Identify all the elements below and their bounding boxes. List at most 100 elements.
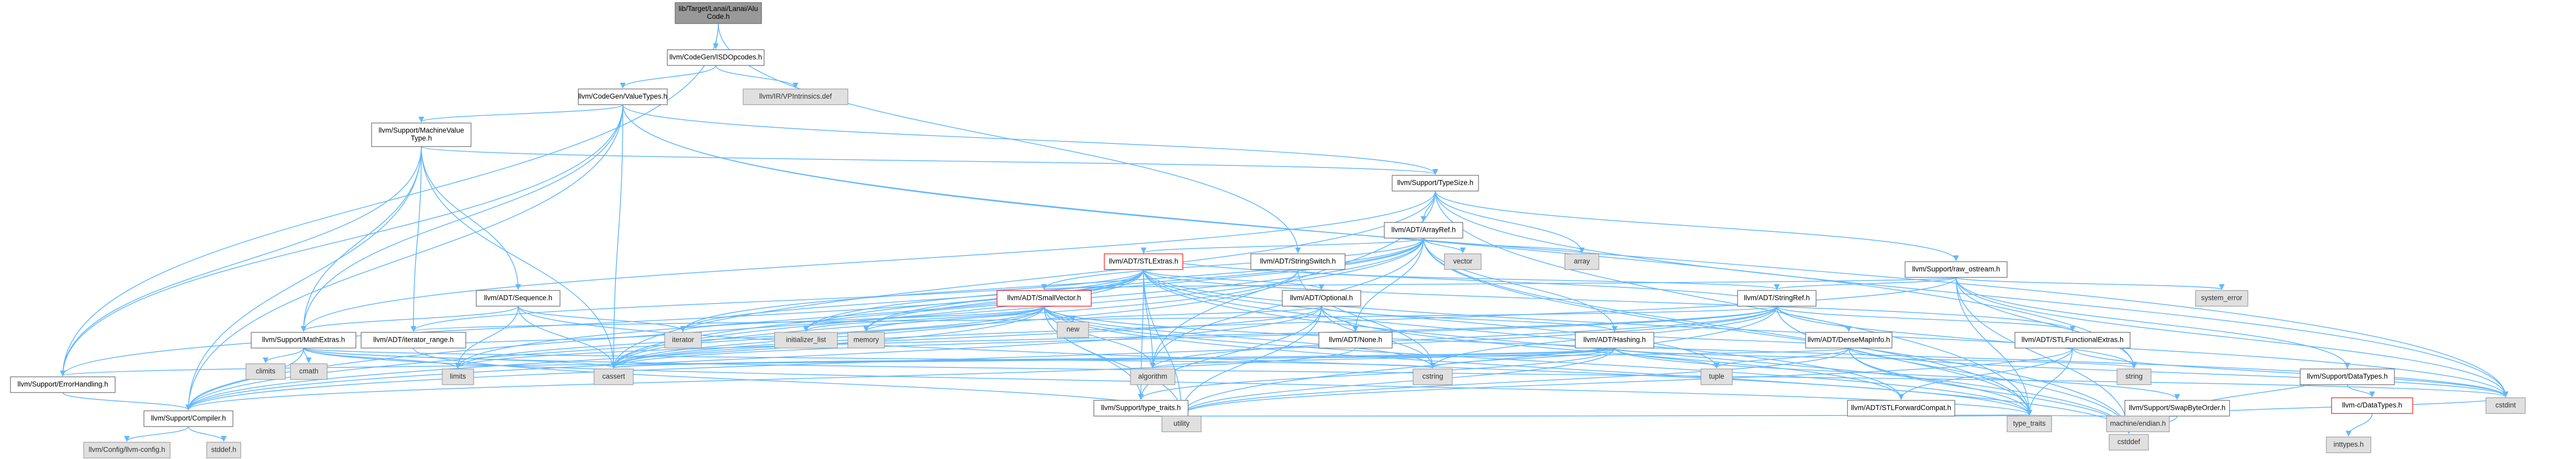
edge-n_sr-to-n_string [1776, 306, 2137, 369]
edge-n_stlfe-to-n_typetraits [2026, 348, 2073, 416]
node-dmi[interactable]: llvm/ADT/DenseMapInfo.h [1805, 332, 1892, 349]
node-box [743, 88, 848, 105]
node-box [2014, 332, 2131, 349]
node-math[interactable]: llvm/Support/MathExtras.h [251, 332, 356, 349]
node-label: llvm/Support/Compiler.h [151, 415, 226, 422]
edge-n_seq-to-n_limits [455, 306, 519, 369]
edge-n_raw-to-n_typetraits [1955, 277, 2033, 416]
node-cstring: cstring [1413, 368, 1453, 385]
node-label: vector [1453, 258, 1473, 265]
node-opt[interactable]: llvm/ADT/Optional.h [1282, 290, 1361, 307]
edge-n_hash-to-n_string [1614, 348, 2137, 369]
node-label: llvm/ADT/STLFunctionalExtras.h [2021, 336, 2123, 344]
node-box [245, 363, 286, 380]
node-stl[interactable]: llvm/ADT/STLExtras.h [1104, 253, 1183, 270]
node-label: new [1067, 326, 1080, 333]
node-ss[interactable]: llvm/ADT/StringSwitch.h [1250, 253, 1346, 270]
node-ts[interactable]: llvm/Support/TypeSize.h [1392, 175, 1479, 192]
edge-n_ar-to-n_iter [680, 238, 1424, 332]
edge-n_opt-to-n_comp [185, 306, 1322, 411]
node-typetraits: type_traits [2007, 416, 2052, 432]
node-tt[interactable]: llvm/Support/type_traits.h [1093, 400, 1189, 417]
node-box [361, 332, 466, 349]
edge-n_hash-to-n_utility [1179, 348, 1615, 416]
node-comp[interactable]: llvm/Support/Compiler.h [143, 410, 233, 427]
edge-n_raw-to-n_sv [1042, 277, 1957, 290]
node-seq[interactable]: llvm/ADT/Sequence.h [476, 290, 561, 307]
node-box [206, 442, 241, 458]
edge-n_stl-to-n_limits [455, 269, 1144, 369]
node-iter: iterator [664, 332, 702, 349]
node-ar[interactable]: llvm/ADT/ArrayRef.h [1384, 222, 1463, 239]
node-label: llvm/Support/type_traits.h [1101, 404, 1181, 412]
node-cmath: cmath [290, 363, 328, 380]
node-box [143, 410, 233, 427]
node-label: llvm/ADT/STLExtras.h [1109, 258, 1179, 265]
node-box [1575, 332, 1654, 349]
node-itr[interactable]: llvm/ADT/iterator_range.h [361, 332, 466, 349]
node-raw[interactable]: llvm/Support/raw_ostream.h [1905, 261, 2008, 278]
edge-n_stl-to-n_utility [1143, 269, 1185, 416]
node-label: Type.h [411, 135, 432, 142]
edge-n_sv-to-n_iter [680, 306, 1045, 332]
node-eh[interactable]: llvm/Support/ErrorHandling.h [10, 376, 116, 393]
node-stddef: stddef.h [206, 442, 241, 458]
node-label: llvm/Support/SwapByteOrder.h [2129, 404, 2226, 412]
edge-n_comp-to-n_config [124, 426, 189, 442]
node-sv[interactable]: llvm/ADT/SmallVector.h [996, 290, 1092, 307]
node-label: cmath [299, 367, 319, 375]
node-box [1700, 368, 1733, 385]
node-sbo[interactable]: llvm/Support/SwapByteOrder.h [2124, 400, 2230, 417]
edge-n_ar-to-n_vec [1423, 238, 1466, 254]
edge-n_vt-to-n_math [300, 104, 623, 332]
node-label: llvm/Support/MachineValue [378, 127, 464, 135]
edge-n_ar-to-n_sv [1041, 238, 1424, 290]
node-dt[interactable]: llvm/Support/DataTypes.h [2300, 368, 2395, 385]
node-label: stddef.h [211, 446, 236, 454]
edge-n_stl-to-n_opt [1143, 269, 1325, 290]
node-machend: machine/endian.h [2106, 416, 2170, 432]
node-box [371, 122, 472, 147]
edge-n_opt-to-n_utility [1178, 306, 1322, 416]
node-vt[interactable]: llvm/CodeGen/ValueTypes.h [578, 88, 668, 105]
edge-n_ss-to-n_comp [185, 269, 1298, 411]
node-label: llvm/ADT/ArrayRef.h [1391, 226, 1455, 234]
edge-n_ts-to-n_typetraits [1435, 191, 2033, 416]
node-utility: utility [1161, 416, 1202, 432]
node-box [2485, 397, 2526, 414]
node-box [1905, 261, 2008, 278]
edge-n_raw-to-n_dt [1955, 277, 2350, 369]
edge-n_dmi-to-n_cassert [611, 348, 1850, 369]
node-box [2109, 434, 2149, 451]
edge-n_hash-to-n_algo [1150, 348, 1615, 369]
node-inttypes: inttypes.h [2326, 436, 2371, 453]
node-box [1161, 416, 1202, 432]
node-stlfe[interactable]: llvm/ADT/STLFunctionalExtras.h [2014, 332, 2131, 349]
edge-n_ss-to-n_sr [1297, 269, 1780, 290]
node-box [2124, 400, 2230, 417]
edge-n_raw-to-n_cassert [611, 277, 1957, 369]
node-isd[interactable]: llvm/CodeGen/ISDOpcodes.h [667, 49, 765, 66]
edge-n_seq-to-n_iter [518, 306, 686, 332]
node-stlfc[interactable]: llvm/ADT/STLForwardCompat.h [1847, 400, 1955, 417]
node-hash[interactable]: llvm/ADT/Hashing.h [1575, 332, 1654, 349]
node-label: array [1574, 258, 1590, 265]
node-sr[interactable]: llvm/ADT/StringRef.h [1737, 290, 1817, 307]
node-llvmdt[interactable]: llvm-c/DataTypes.h [2331, 397, 2413, 414]
edge-n_sr-to-n_itr [411, 306, 1777, 332]
node-box [664, 332, 702, 349]
edge-n_ar-to-n_none [1352, 238, 1424, 332]
edge-n_raw-to-n_cstddef [1955, 277, 2132, 434]
edge-n_ts-to-n_cstdint [1435, 191, 2508, 398]
edge-n_stl-to-n_cstddef [1143, 269, 2132, 434]
node-box [578, 88, 668, 105]
node-tuple: tuple [1700, 368, 1733, 385]
node-cstddef: cstddef [2109, 434, 2149, 451]
node-label: system_error [2201, 294, 2243, 302]
node-box [996, 290, 1092, 307]
edge-n_llvmdt-to-n_inttypes [2345, 413, 2373, 437]
node-box [847, 332, 885, 349]
node-none[interactable]: llvm/ADT/None.h [1318, 332, 1393, 349]
